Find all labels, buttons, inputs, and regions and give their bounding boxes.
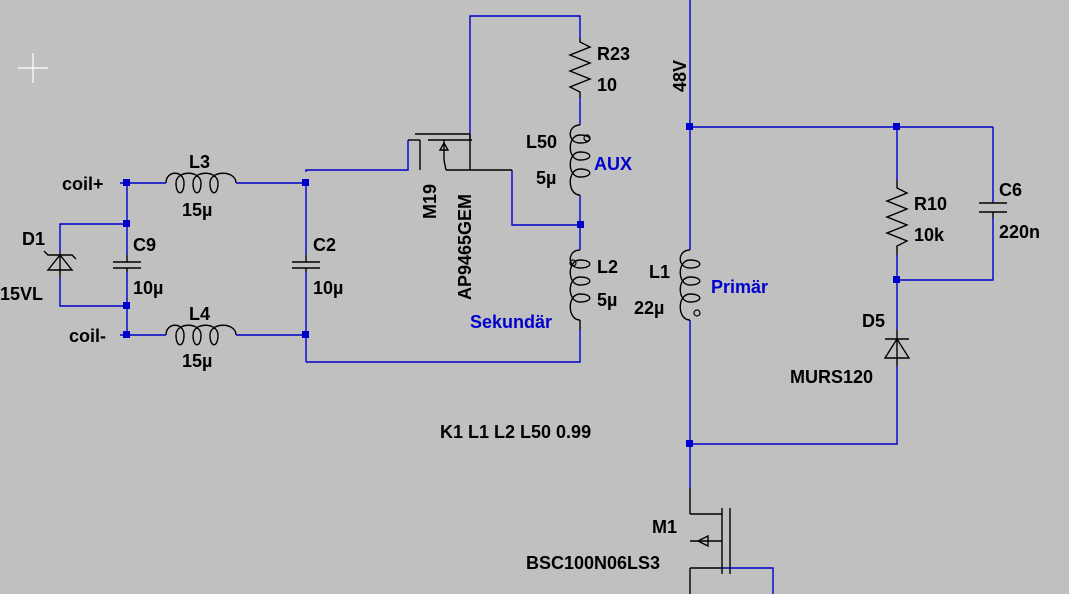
- l50-value: 5µ: [536, 168, 556, 188]
- c6-value: 220n: [999, 222, 1040, 242]
- l4-value: 15µ: [182, 351, 212, 371]
- r23-ref: R23: [597, 44, 630, 64]
- inductor-l3[interactable]: [165, 172, 237, 194]
- l3-value: 15µ: [182, 200, 212, 220]
- capacitor-c2[interactable]: [292, 255, 320, 272]
- spice-directive[interactable]: K1 L1 L2 L50 0.99: [440, 422, 591, 442]
- r10-value: 10k: [914, 225, 945, 245]
- c2-ref: C2: [313, 235, 336, 255]
- l1-value: 22µ: [634, 298, 664, 318]
- inductor-l50[interactable]: [569, 124, 591, 196]
- mosfet-m1[interactable]: [689, 488, 731, 594]
- inductor-l4[interactable]: [165, 324, 237, 346]
- m19-ref: M19: [420, 184, 440, 219]
- c6-ref: C6: [999, 180, 1022, 200]
- junctions: [123, 123, 900, 447]
- l1-tag: Primär: [711, 277, 768, 297]
- zener-diode-d1[interactable]: [43, 250, 77, 277]
- resistor-r23[interactable]: [568, 38, 592, 98]
- m1-value: BSC100N06LS3: [526, 553, 660, 573]
- net-label-coil-plus: coil+: [62, 174, 104, 194]
- m19-value: AP9465GEM: [455, 194, 475, 300]
- crosshair-cursor-icon: [18, 53, 48, 83]
- d1-ref: D1: [22, 229, 45, 249]
- r23-value: 10: [597, 75, 617, 95]
- c9-ref: C9: [133, 235, 156, 255]
- d5-ref: D5: [862, 311, 885, 331]
- l4-ref: L4: [189, 304, 210, 324]
- l50-ref: L50: [526, 132, 557, 152]
- capacitor-c9[interactable]: [113, 255, 141, 272]
- inductor-l1[interactable]: [679, 249, 701, 321]
- l1-ref: L1: [649, 262, 670, 282]
- inductor-l2[interactable]: [569, 249, 591, 330]
- resistor-r10[interactable]: [885, 180, 909, 255]
- l2-value: 5µ: [597, 290, 617, 310]
- l3-ref: L3: [189, 152, 210, 172]
- r10-ref: R10: [914, 194, 947, 214]
- diode-d5[interactable]: [883, 330, 911, 366]
- c2-value: 10µ: [313, 278, 343, 298]
- mosfet-m19[interactable]: [408, 133, 512, 171]
- l2-tag: Sekundär: [470, 312, 552, 332]
- d5-value: MURS120: [790, 367, 873, 387]
- wires: [59, 0, 994, 594]
- net-labels: coil+ coil- 48V: [62, 60, 690, 346]
- d1-value: 15VL: [0, 284, 43, 304]
- l2-ref: L2: [597, 257, 618, 277]
- capacitor-c6[interactable]: [979, 202, 1007, 218]
- net-label-coil-minus: coil-: [69, 326, 106, 346]
- c9-value: 10µ: [133, 278, 163, 298]
- component-labels: D1 15VL C9 10µ L3 15µ L4 15µ C2 10µ M19 …: [0, 44, 1040, 573]
- net-label-48v: 48V: [670, 60, 690, 92]
- m1-ref: M1: [652, 517, 677, 537]
- l50-tag: AUX: [594, 154, 632, 174]
